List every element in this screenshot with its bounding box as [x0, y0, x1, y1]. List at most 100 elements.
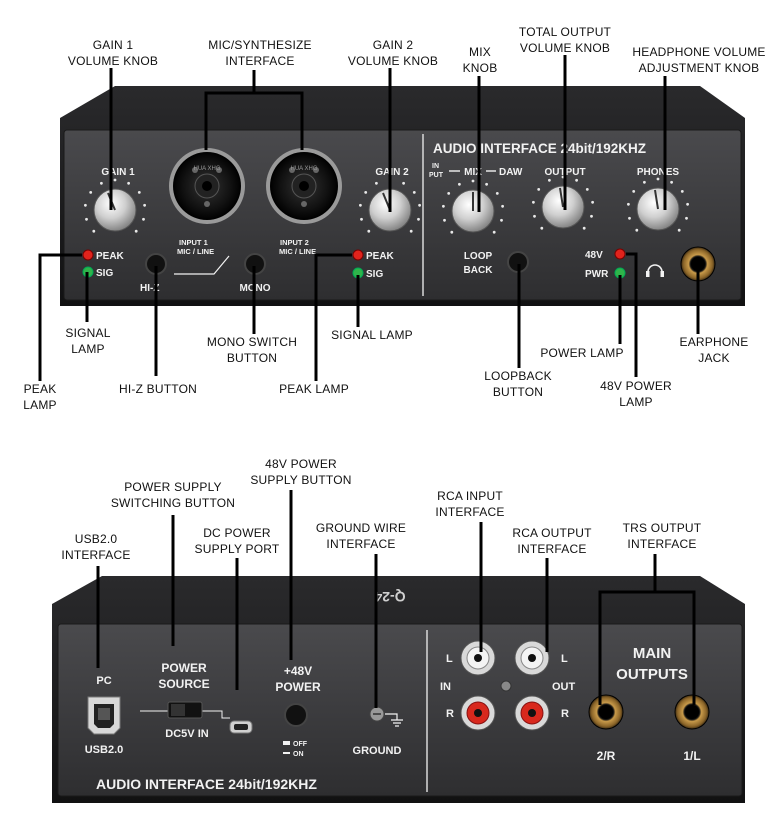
callout-signal-lamp-left-line1: SIGNAL [65, 326, 111, 340]
callout-ground-wire-line1: GROUND WIRE [315, 521, 407, 535]
combo1-marking: HUA XHG [193, 166, 220, 172]
knob-scale-dot [632, 190, 636, 193]
trs-output-2r-jack[interactable] [588, 694, 624, 730]
v48-power-button[interactable] [284, 703, 308, 727]
rca-in-label: IN [440, 681, 451, 693]
rca-in-left-jack[interactable] [460, 640, 496, 676]
phones-label: PHONES [637, 167, 680, 178]
peak-led-2 [352, 249, 364, 261]
callout-total-output-line2: VOLUME KNOB [519, 41, 611, 55]
daw-label: DAW [499, 167, 523, 178]
leader-lines [38, 55, 700, 708]
knob-scale-dot [540, 226, 544, 230]
callout-loopback-button-line1: LOOPBACK [484, 369, 552, 383]
knob-scale [627, 177, 689, 232]
knob-scale-dot [359, 203, 362, 207]
in-label: IN [432, 163, 439, 170]
on-label: ON [293, 751, 304, 758]
knob-scale-dot [628, 216, 631, 220]
callout-headphone-volume-line2: ADJUSTMENT KNOB [638, 61, 760, 75]
back-footer: AUDIO INTERFACE 24bit/192KHZ [96, 776, 317, 792]
knob-scale-dot [458, 182, 461, 186]
micro-usb-port-icon[interactable] [229, 720, 253, 734]
headphones-icon [646, 264, 664, 277]
gain1-label: GAIN 1 [101, 167, 135, 178]
input1-sub-label: MIC / LINE [177, 247, 214, 256]
knob-scale [84, 178, 147, 233]
knob-scale [442, 179, 504, 234]
callout-mono-switch-line2: BUTTON [226, 351, 278, 365]
callout-earphone-jack: EARPHONE JACK [670, 334, 758, 366]
callout-peak-lamp-left-line1: PEAK [23, 382, 57, 396]
callout-rca-input: RCA INPUT INTERFACE [422, 488, 518, 520]
callout-total-output-line1: TOTAL OUTPUT [518, 25, 612, 39]
callout-48v-lamp-line1: 48V POWER [600, 379, 672, 393]
callout-headphone-volume: HEADPHONE VOLUME ADJUSTMENT KNOB [625, 44, 773, 76]
knob-scale-dot [686, 202, 689, 206]
ground-terminal[interactable] [369, 706, 385, 722]
callout-trs-output-line1: TRS OUTPUT [622, 521, 702, 535]
model-text: Q-24 [374, 589, 405, 605]
leader-peak-right [314, 253, 352, 381]
knob-scale-dot [443, 218, 446, 222]
leader-peak-left [38, 253, 82, 381]
trs-output-1l-jack[interactable] [674, 694, 710, 730]
knob-scale-dot [85, 217, 88, 221]
knob-scale-dot [134, 229, 138, 233]
power-label: POWER [275, 680, 321, 694]
knob-scale-dot [137, 191, 141, 194]
rca-out-left-jack[interactable] [514, 640, 550, 676]
callout-loopback-button-line2: BUTTON [492, 385, 544, 399]
rca-center-screw [500, 680, 512, 692]
peak-label-1: PEAK [96, 251, 125, 262]
rca-out-r-label: R [561, 708, 569, 720]
usb-b-port-icon[interactable] [87, 696, 121, 735]
knob-scale-dot [495, 192, 499, 195]
source-label: SOURCE [158, 677, 209, 691]
callout-headphone-volume-line1: HEADPHONE VOLUME [632, 45, 766, 59]
leader-48v-lamp [626, 252, 638, 377]
knob-scale-dot [100, 181, 103, 185]
knob-scale-dot [533, 214, 536, 218]
pwr-label: PWR [585, 269, 609, 280]
rca-out-right-jack[interactable] [514, 695, 550, 731]
callout-signal-lamp-right: SIGNAL LAMP [320, 327, 424, 343]
rca-in-right-jack[interactable] [460, 695, 496, 731]
output-knob-pointer [559, 187, 564, 208]
power-source-switch[interactable] [167, 701, 203, 719]
callout-ground-wire: GROUND WIRE INTERFACE [306, 520, 416, 552]
knob-scale-dot [412, 191, 416, 194]
put-label: PUT [429, 172, 444, 179]
knob-scale-dot [417, 217, 420, 221]
knob-scale-dot [548, 178, 551, 182]
off-label: OFF [293, 741, 308, 748]
callout-mic-interface: MIC/SYNTHESIZE INTERFACE [200, 37, 320, 69]
gain2-label: GAIN 2 [375, 167, 409, 178]
callout-hiz-button-line1: HI-Z BUTTON [119, 382, 197, 396]
callout-peak-lamp-right: PEAK LAMP [266, 381, 362, 397]
knob-scale-dot [501, 204, 504, 208]
combo-jack-input2[interactable]: HUA XHG [266, 148, 342, 224]
callout-mono-switch: MONO SWITCH BUTTON [195, 334, 309, 366]
knob-scale-dot [127, 181, 130, 185]
input1-label: INPUT 1 [179, 238, 208, 247]
callout-gain2-knob: GAIN 2 VOLUME KNOB [343, 37, 443, 69]
rca-in-l-label: L [446, 653, 453, 665]
callout-ground-wire-line2: INTERFACE [326, 537, 396, 551]
callout-mic-interface-line1: MIC/SYNTHESIZE [208, 38, 312, 52]
callout-power-lamp: POWER LAMP [532, 345, 632, 361]
knob-scale-dot [485, 182, 488, 186]
ground-label: GROUND [353, 745, 402, 757]
knob-scale-dot [656, 177, 660, 181]
callout-rca-output: RCA OUTPUT INTERFACE [500, 525, 604, 557]
callout-earphone-jack-line1: EARPHONE [679, 335, 749, 349]
front-panel: AUDIO INTERFACE 24bit/192KHZ GAIN 1 HUA … [60, 86, 745, 306]
v48-power-label: +48V [284, 664, 312, 678]
knob-scale-dot [364, 191, 368, 194]
combo-jack-input1[interactable]: HUA XHG [169, 148, 245, 224]
callout-signal-lamp-left: SIGNAL LAMP [55, 325, 121, 357]
callout-peak-lamp-left-line2: LAMP [23, 398, 57, 412]
callout-gain2-knob-line1: GAIN 2 [372, 38, 414, 52]
callout-rca-input-line1: RCA INPUT [437, 489, 503, 503]
